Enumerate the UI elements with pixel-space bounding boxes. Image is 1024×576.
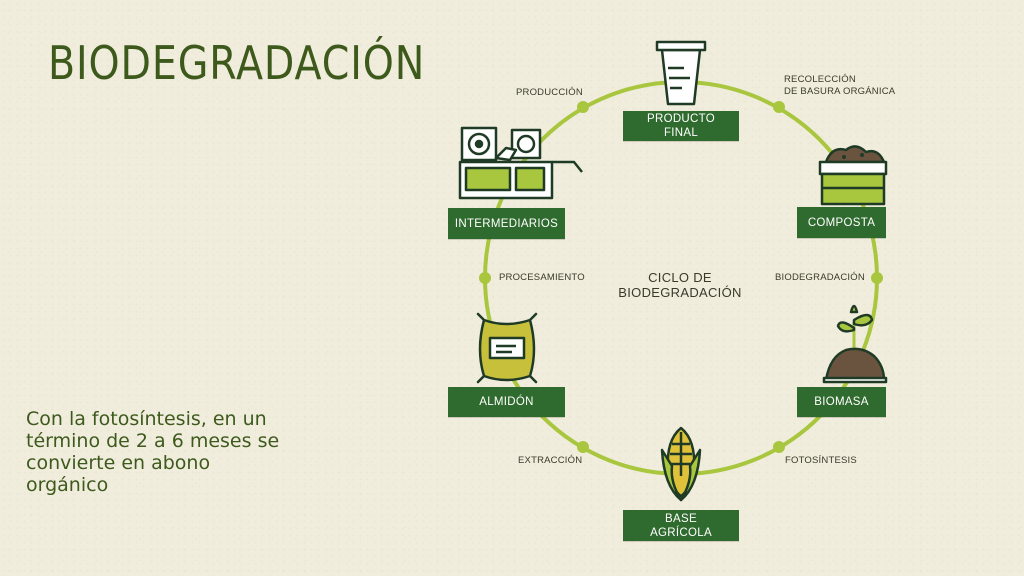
step-label-produccion: PRODUCCIÓN [516,87,583,98]
seedling-icon [822,304,888,384]
center-label: CICLO DE BIODEGRADACIÓN [618,270,742,300]
step-label-biodegradacion: BIODEGRADACIÓN [775,272,865,283]
cycle-dot-fotosintesis [773,441,785,453]
cycle-dot-produccion [577,101,589,113]
step-label-fotosintesis: FOTOSÍNTESIS [785,455,857,466]
stage-label-intermediarios: INTERMEDIARIOS [448,208,565,239]
stage-label-producto-final: PRODUCTO FINAL [623,111,739,141]
compost-bin-icon [818,145,888,206]
step-label-recoleccion: RECOLECCIÓN DE BASURA ORGÁNICA [784,74,896,97]
stage-label-biomasa: BIOMASA [797,387,886,417]
cycle-dot-procesamiento [479,272,491,284]
cycle-dot-biodegradacion [871,272,883,284]
step-label-extraccion: EXTRACCIÓN [518,455,583,466]
cup-icon [655,40,707,106]
stage-label-almidon: ALMIDÓN [448,387,565,417]
stage-label-base-agricola: BASE AGRÍCOLA [623,510,739,541]
corn-icon [660,426,702,502]
stage-label-composta: COMPOSTA [797,207,886,238]
cycle-dot-recoleccion [773,101,785,113]
note-text: Con la fotosíntesis, en un término de 2 … [26,408,280,496]
step-label-procesamiento: PROCESAMIENTO [499,272,585,283]
cycle-dot-extraccion [577,441,589,453]
machine-icon [458,126,583,200]
page-title: BIODEGRADACIÓN [48,36,426,90]
starch-sack-icon [476,312,538,384]
